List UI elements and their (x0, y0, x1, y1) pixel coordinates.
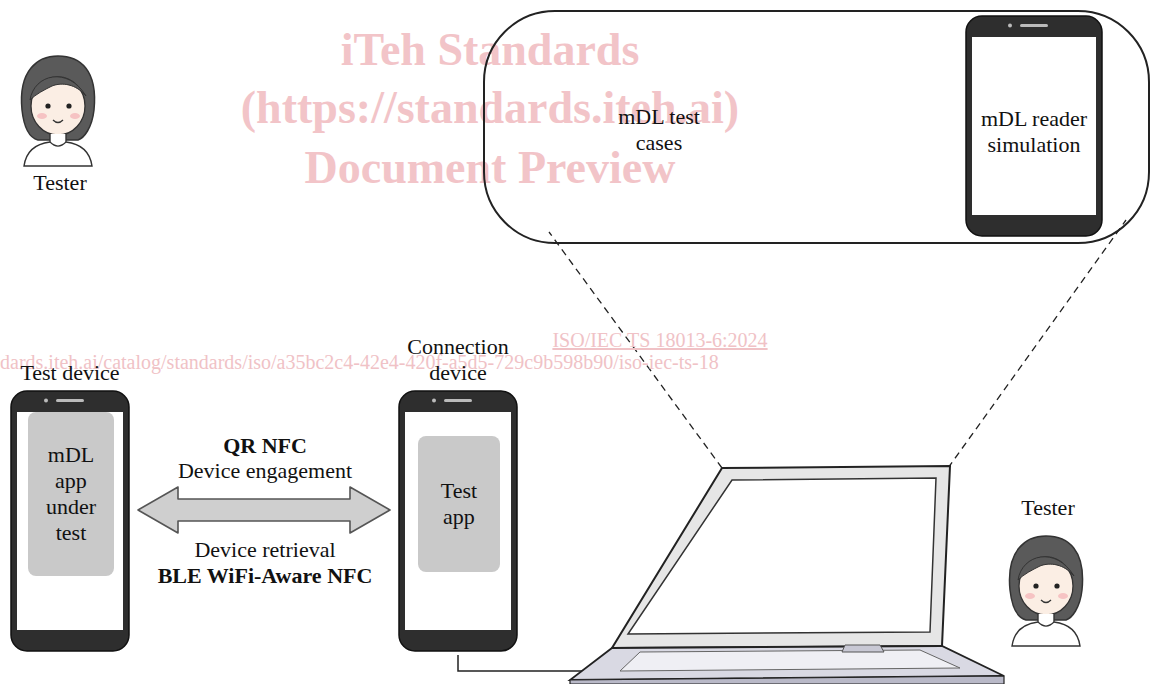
watermark: Document Preview (305, 142, 676, 194)
tester-figure (21, 56, 94, 166)
box-text: mDL reader simulation (977, 106, 1091, 158)
device-heading: Connection device (383, 334, 533, 386)
link-label: Device retrieval (194, 537, 335, 563)
app-box: mDL app under test (28, 412, 114, 576)
usb-cable (458, 655, 600, 671)
device-heading: Test device (0, 360, 145, 386)
double-arrow (138, 487, 390, 533)
callout-line (948, 220, 1126, 468)
link-label: QR NFC (223, 433, 307, 459)
laptop (570, 466, 1004, 684)
watermark: iTeh Standards (341, 24, 640, 76)
watermark: ISO/IEC TS 18013-6:2024 (552, 328, 767, 352)
phone-device: Test devicemDL app under test (10, 390, 130, 652)
box-text: mDL app under test (33, 442, 109, 546)
box-text: mDL test cases (597, 104, 721, 156)
person-label: Tester (33, 170, 86, 196)
phone-device: mDL reader simulation (965, 15, 1103, 237)
link-label: BLE WiFi-Aware NFC (158, 563, 373, 589)
callout-balloon: mDL test cases mDL reader simulation (483, 10, 1150, 244)
person-label: Tester (1021, 495, 1074, 521)
box-text: Test app (423, 478, 495, 530)
phone-device: Connection deviceTest app (398, 390, 518, 652)
app-box: Test app (418, 436, 500, 572)
tester-figure (1009, 536, 1082, 646)
link-label: Device engagement (178, 458, 352, 484)
